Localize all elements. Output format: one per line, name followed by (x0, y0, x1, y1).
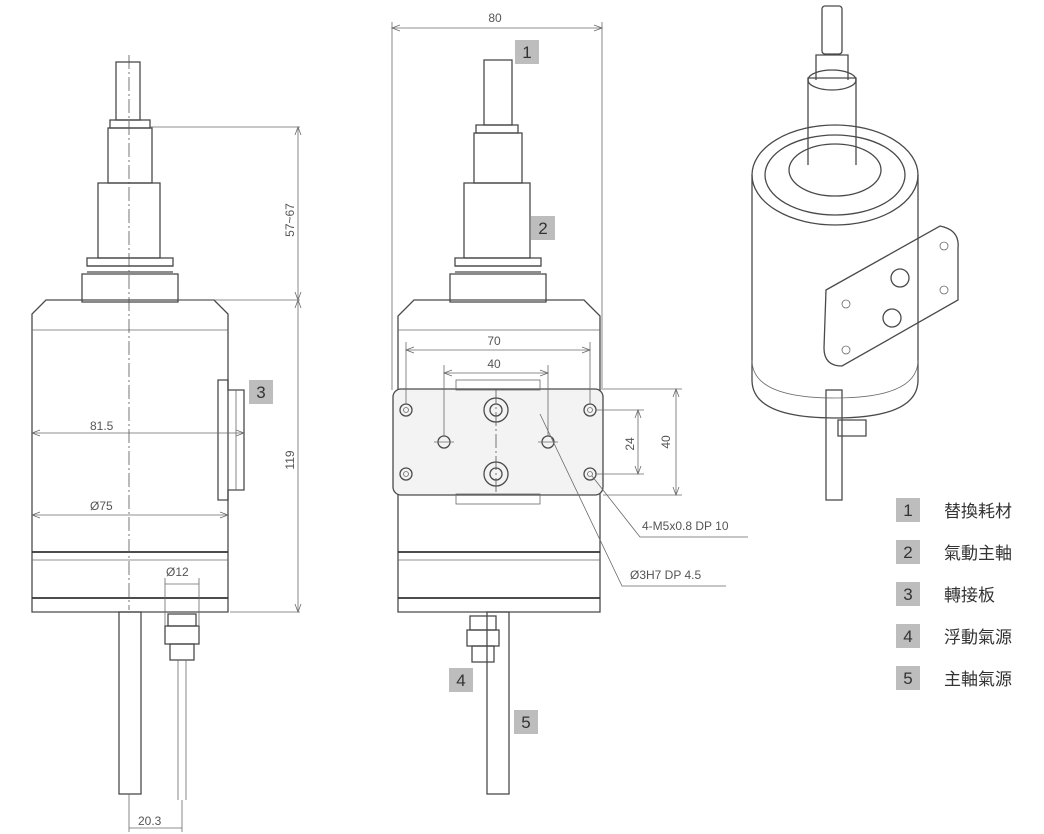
legend-label-3: 轉接板 (944, 586, 995, 606)
legend-label-2: 氣動主軸 (944, 544, 1012, 564)
front-view: 80 70 40 24 40 4-M5x0.8 DP 10 Ø3H7 DP 4.… (390, 11, 748, 795)
legend-label-5: 主軸氣源 (944, 670, 1012, 690)
callout-2: 2 (538, 219, 547, 238)
callout-5: 5 (521, 713, 530, 732)
legend: 1 替換耗材 2 氣動主軸 3 轉接板 4 浮動氣源 5 主軸氣源 (896, 498, 1012, 690)
callout-1: 1 (522, 43, 531, 62)
legend-num-1: 1 (903, 501, 912, 520)
legend-label-1: 替換耗材 (944, 502, 1012, 522)
dim-40: 40 (487, 357, 501, 371)
isometric-view (751, 5, 959, 501)
legend-num-4: 4 (903, 627, 912, 646)
dim-24: 24 (623, 437, 637, 451)
side-view: 57~67 119 81.5 Ø75 Ø12 20.3 3 (30, 55, 302, 832)
dim-phi-75: Ø75 (90, 499, 113, 513)
dim-20-3: 20.3 (138, 814, 162, 828)
note-phi3-hole: Ø3H7 DP 4.5 (630, 568, 701, 582)
legend-label-4: 浮動氣源 (944, 628, 1012, 648)
dim-81-5: 81.5 (90, 419, 114, 433)
dim-119: 119 (283, 450, 297, 469)
legend-num-5: 5 (903, 669, 912, 688)
dim-40-vertical: 40 (659, 435, 673, 449)
dim-80: 80 (488, 11, 502, 25)
dim-phi-12: Ø12 (166, 565, 189, 579)
callout-4: 4 (456, 671, 465, 690)
legend-num-3: 3 (903, 585, 912, 604)
dim-57-67: 57~67 (283, 203, 297, 237)
note-m5-thread: 4-M5x0.8 DP 10 (642, 519, 729, 533)
dim-70: 70 (487, 334, 501, 348)
callout-3: 3 (256, 383, 265, 402)
legend-num-2: 2 (903, 543, 912, 562)
